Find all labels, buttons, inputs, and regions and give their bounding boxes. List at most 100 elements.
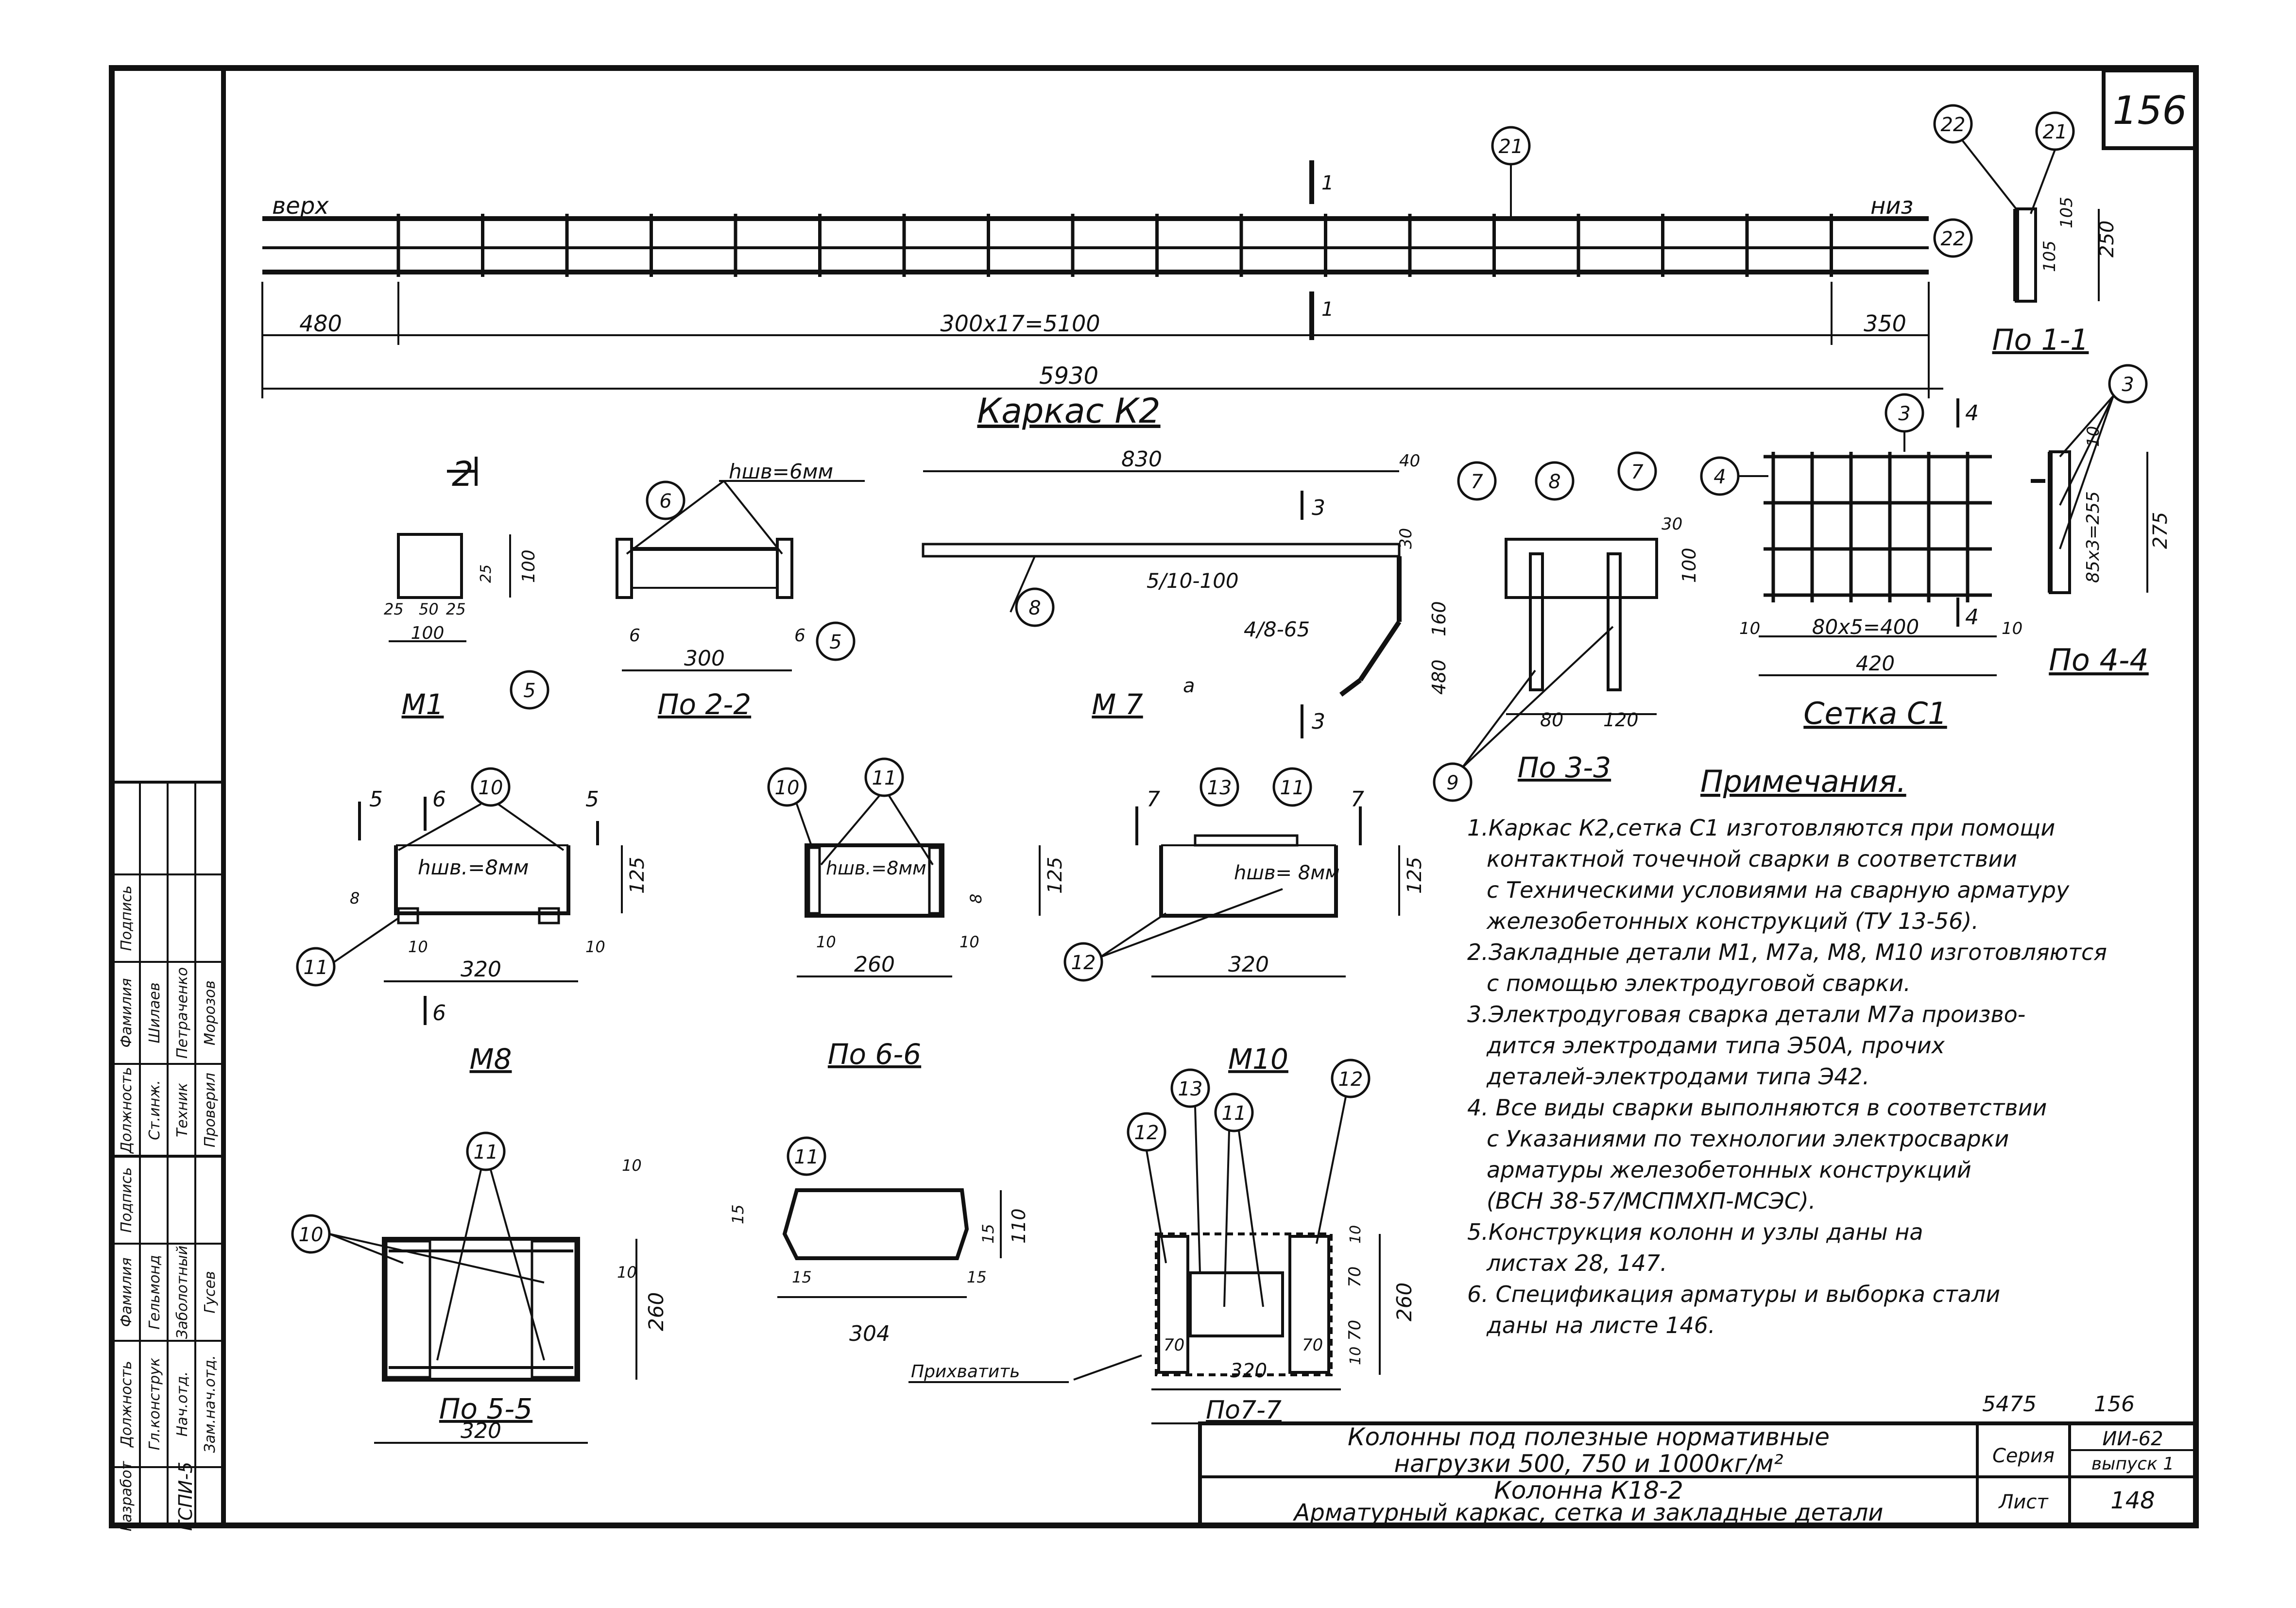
note-line: 3.Электродуговая сварка детали М7а произ… [1467, 1001, 2025, 1027]
note-line: дится электродами типа Э50А, прочих [1486, 1032, 1945, 1059]
mesh-dim-mid: 80x5=400 [1812, 615, 1919, 639]
sec33-title: По 3-3 [1518, 751, 1611, 784]
m10-section-b: 7 [1351, 787, 1364, 812]
plate11-dim-r: 15 [979, 1224, 997, 1244]
sec66-dim-t: 8 [967, 894, 985, 904]
frame-title: Каркас К2 [977, 391, 1160, 431]
sec33-dim-b: 120 [1603, 709, 1639, 731]
m7a-marker-8: 8 [1028, 597, 1041, 619]
stamp-h-podp: Подпись [118, 1167, 135, 1233]
m1-label-2: 2 [452, 454, 474, 494]
m7a-dim-h160: 160 [1428, 601, 1450, 636]
section-6-6 [767, 757, 1041, 977]
sec55-dim-t: 10 [622, 1156, 642, 1175]
m10-marker-11: 11 [1280, 777, 1305, 799]
tb-sheet-label: Лист [1998, 1491, 2049, 1513]
sec66-weld: hшв.=8мм [826, 857, 926, 879]
plate11-dim-br: 15 [967, 1268, 987, 1286]
m7a-dim-end: 40 [1399, 451, 1420, 471]
sec77-marker-12b: 12 [1338, 1068, 1363, 1091]
stamp-r2-name: Заболотный [174, 1246, 191, 1339]
sec55-marker-11: 11 [474, 1141, 498, 1163]
m8-dim-r: 10 [585, 938, 605, 956]
sec11-title: По 1-1 [1992, 323, 2089, 357]
stamp-r2-pos: Нач.отд. [174, 1371, 191, 1437]
note-line: листах 28, 147. [1486, 1250, 1667, 1276]
stamp2-r1-pos: Ст.инж. [146, 1080, 163, 1140]
sec66-marker-10: 10 [775, 777, 800, 799]
sec66-dim-height: 125 [1044, 857, 1066, 894]
label-verh: верх [272, 192, 329, 220]
sec22-dim-left: 6 [629, 626, 640, 646]
detail-m7a [922, 461, 1497, 738]
sec66-dim-width: 260 [854, 952, 895, 977]
sec55-dim-b: 10 [617, 1263, 637, 1282]
tb-top-num: 5475 [1982, 1392, 2037, 1417]
note-line: 2.Закладные детали М1, М7а, М8, М10 изго… [1467, 939, 2107, 965]
stamp-h2-dolzh: Должность [118, 1067, 135, 1154]
mesh-dim-right: 10 [2002, 619, 2022, 638]
m8-dim-height: 125 [626, 857, 649, 894]
section-3-3 [1433, 451, 1658, 802]
note-line: 1.Каркас К2,сетка С1 изготовляются при п… [1467, 815, 2055, 841]
tb-series-value: ИИ-62 [2102, 1428, 2163, 1450]
note-line: даны на листе 146. [1486, 1312, 1715, 1338]
sec77-dim-height: 260 [1392, 1283, 1416, 1321]
plate11-dim-width: 304 [849, 1321, 890, 1346]
sec11-dim-b: 105 [2040, 240, 2059, 272]
tb-series-label: Серия [1992, 1445, 2055, 1467]
plate11-dim-height: 110 [1008, 1208, 1029, 1244]
note-line: деталей-электродами типа Э42. [1486, 1063, 1869, 1090]
stamp-h-dolzh: Должность [118, 1361, 135, 1448]
note-line: 5.Конструкция колонн и узлы даны на [1467, 1219, 1923, 1245]
sec77-marker-11: 11 [1222, 1102, 1247, 1125]
m8-section-5b: 5 [585, 787, 599, 812]
detail-m10 [1063, 767, 1400, 982]
stamp-r3-name: Гусев [202, 1271, 219, 1313]
section-5-5 [291, 1131, 637, 1444]
sec77-marker-12a: 12 [1134, 1122, 1159, 1144]
m7a-dim-h480: 480 [1428, 659, 1450, 695]
section-mark-bottom: 1 [1321, 298, 1334, 321]
m10-weld: hшв= 8мм [1234, 862, 1340, 884]
title-block [1198, 1421, 2198, 1527]
stamp-h2-fam: Фамилия [118, 978, 135, 1047]
sec22-title: По 2-2 [658, 688, 751, 721]
sec33-dim-top: 30 [1662, 514, 1682, 534]
stamp-h-fam: Фамилия [118, 1257, 135, 1327]
m10-marker-13: 13 [1207, 777, 1232, 799]
sec77-dim-m2: 70 [1345, 1320, 1365, 1341]
note-line: 6. Спецификация арматуры и выборка стали [1467, 1281, 2000, 1307]
tb-top-sheet: 156 [2094, 1392, 2135, 1417]
sec66-marker-11: 11 [872, 767, 897, 789]
note-line: с Указаниями по технологии электросварки [1487, 1126, 2009, 1152]
note-line: железобетонных конструкций (ТУ 13-56). [1486, 908, 1979, 934]
m8-marker-10: 10 [479, 777, 503, 799]
m7a-dim-h30: 30 [1396, 528, 1416, 549]
dim-left: 480 [299, 310, 342, 337]
marker-21: 21 [1499, 136, 1524, 158]
m1-marker-5: 5 [523, 680, 535, 702]
tb-issue: выпуск 1 [2091, 1454, 2174, 1474]
stamp-h-razrab: Разработ [118, 1460, 135, 1531]
m10-title: М10 [1228, 1043, 1288, 1076]
section-4-4 [2031, 364, 2148, 594]
m1-dim-inner: 25 [478, 565, 495, 583]
stamp-r1-name: Гельмонд [146, 1255, 163, 1329]
sec11-dim-total: 250 [2096, 221, 2118, 257]
dim-total: 5930 [1039, 362, 1098, 390]
dim-right: 350 [1864, 310, 1906, 337]
stamp-r3-pos: Зам.нач.отд. [202, 1355, 219, 1453]
sec44-marker-3: 3 [2122, 374, 2134, 396]
sec22-marker-6: 6 [659, 490, 671, 513]
detail-m1 [389, 457, 511, 642]
sec55-dim-width: 320 [461, 1419, 501, 1443]
m7a-dim-length: 830 [1121, 447, 1162, 472]
sec44-dim-total: 275 [2149, 512, 2172, 549]
m1-title: М1 [402, 688, 444, 721]
plate11-marker: 11 [794, 1146, 819, 1168]
sec11-dim-c: 105 [2057, 197, 2076, 228]
m8-dim-width: 320 [461, 957, 501, 982]
section-2-2 [616, 480, 865, 671]
notes-list: 1.Каркас К2,сетка С1 изготовляются при п… [1467, 815, 2107, 1338]
